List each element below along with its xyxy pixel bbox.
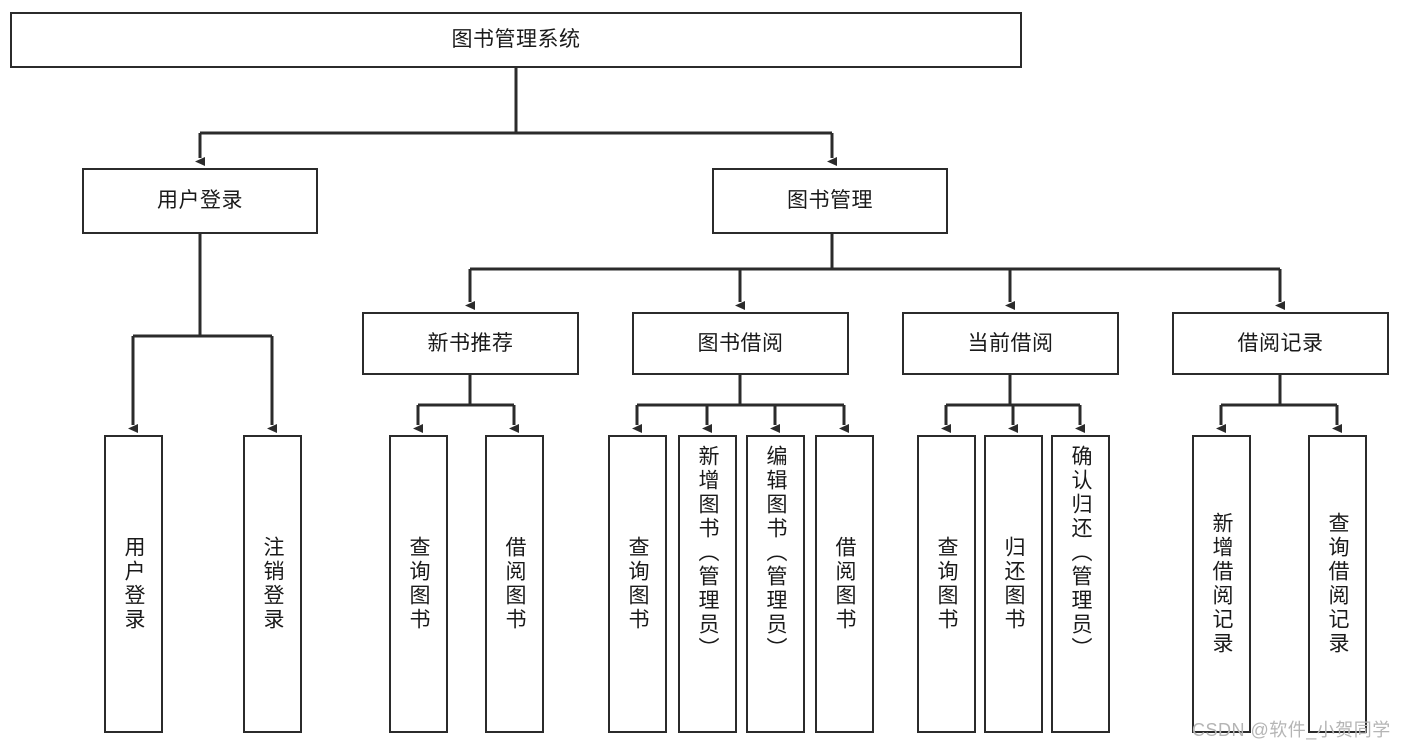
node-label: 归还图书 — [1002, 536, 1025, 632]
node-label: 图书管理 — [787, 189, 873, 213]
watermark-text: CSDN @软件_小贺同学 — [1192, 720, 1391, 740]
node-label: 查询图书 — [935, 536, 958, 632]
node-root-system[interactable]: 图书管理系统 — [10, 12, 1022, 68]
leaf-query-book-newbook[interactable]: 查询图书 — [389, 435, 448, 733]
node-label: 当前借阅 — [967, 331, 1054, 355]
node-label: 注销登录 — [261, 536, 284, 632]
node-label: 查询图书 — [626, 536, 649, 632]
node-label: 编辑图书（管理员） — [764, 445, 787, 661]
node-label: 图书借阅 — [697, 331, 784, 355]
leaf-edit-book-admin[interactable]: 编辑图书（管理员） — [746, 435, 805, 733]
leaf-add-borrow-record[interactable]: 新增借阅记录 — [1192, 435, 1251, 733]
leaf-user-login[interactable]: 用户登录 — [104, 435, 163, 733]
leaf-borrow-book-newbook[interactable]: 借阅图书 — [485, 435, 544, 733]
node-label: 查询借阅记录 — [1326, 512, 1349, 656]
edges-group — [128, 68, 1342, 433]
node-label: 借阅记录 — [1237, 331, 1324, 355]
node-label: 确认归还（管理员） — [1069, 445, 1092, 661]
node-book-borrow[interactable]: 图书借阅 — [632, 312, 849, 375]
node-label: 新书推荐 — [427, 331, 514, 355]
leaf-query-book-bookborrow[interactable]: 查询图书 — [608, 435, 667, 733]
node-user-login[interactable]: 用户登录 — [82, 168, 318, 234]
leaf-query-borrow-record[interactable]: 查询借阅记录 — [1308, 435, 1367, 733]
leaf-confirm-return-admin[interactable]: 确认归还（管理员） — [1051, 435, 1110, 733]
leaf-logout-login[interactable]: 注销登录 — [243, 435, 302, 733]
node-label: 图书管理系统 — [451, 28, 581, 52]
leaf-return-book[interactable]: 归还图书 — [984, 435, 1043, 733]
leaf-add-book-admin[interactable]: 新增图书（管理员） — [678, 435, 737, 733]
node-label: 新增图书（管理员） — [696, 445, 719, 661]
node-label: 用户登录 — [157, 189, 243, 213]
node-label: 新增借阅记录 — [1210, 512, 1233, 656]
leaf-query-book-currentborrow[interactable]: 查询图书 — [917, 435, 976, 733]
node-label: 用户登录 — [122, 536, 145, 632]
node-current-borrow[interactable]: 当前借阅 — [902, 312, 1119, 375]
node-borrow-record[interactable]: 借阅记录 — [1172, 312, 1389, 375]
node-label: 借阅图书 — [833, 536, 856, 632]
node-label: 查询图书 — [407, 536, 430, 632]
node-book-management[interactable]: 图书管理 — [712, 168, 948, 234]
leaf-borrow-book-bookborrow[interactable]: 借阅图书 — [815, 435, 874, 733]
node-new-book-recommend[interactable]: 新书推荐 — [362, 312, 579, 375]
node-label: 借阅图书 — [503, 536, 526, 632]
